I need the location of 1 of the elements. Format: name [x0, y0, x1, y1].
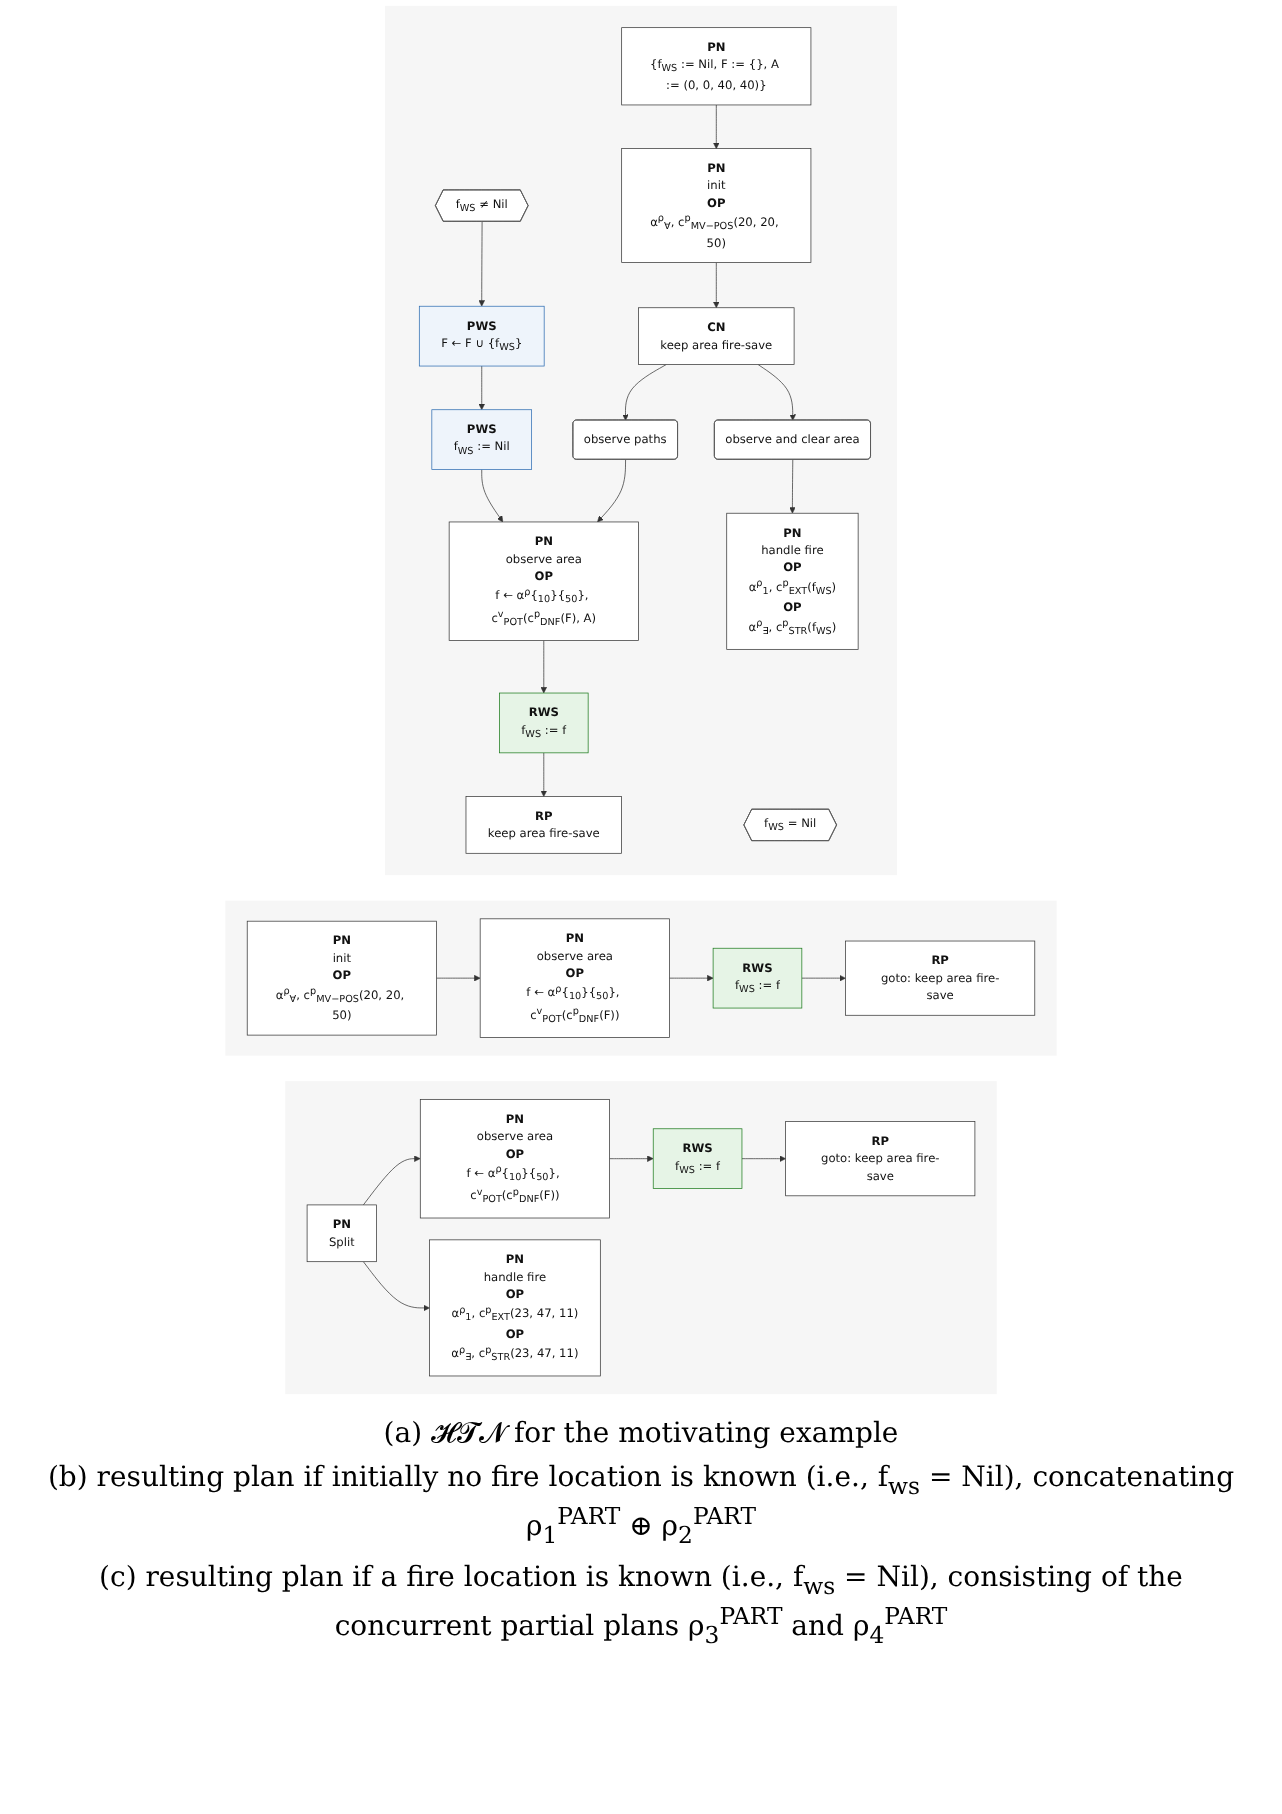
figure-caption: (a) 𝓗𝓣𝓝 for the motivating example: [381, 1416, 901, 1453]
